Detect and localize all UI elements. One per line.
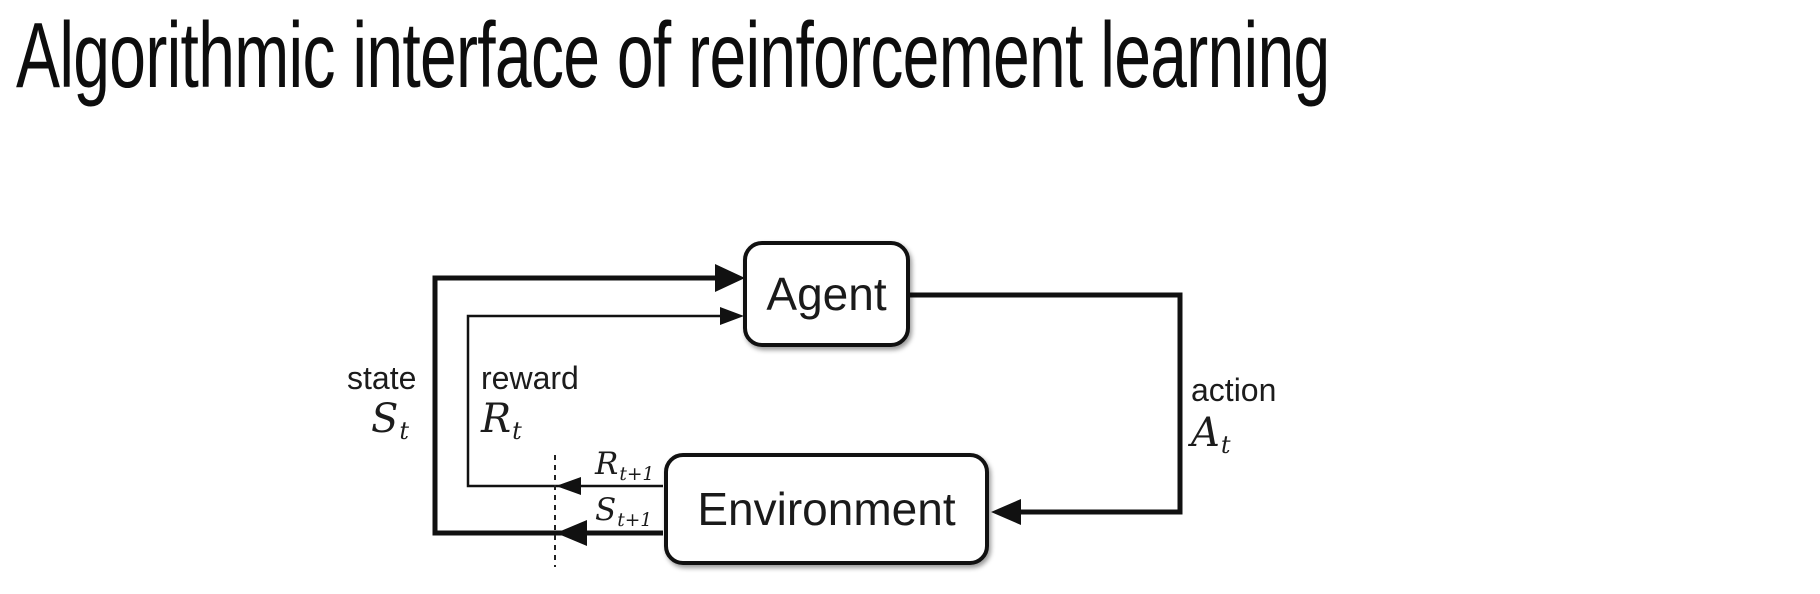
- action-symbol-sub: t: [1220, 431, 1231, 460]
- agent-node-label: Agent: [766, 268, 887, 320]
- slide-title: Algorithmic interface of reinforcement l…: [16, 3, 1330, 107]
- action-into-environment-arrowhead-icon: [991, 499, 1021, 525]
- reward-symbol-sub: t: [512, 417, 522, 446]
- state-symbol-main: S: [371, 396, 399, 442]
- action-symbol-main: A: [1191, 410, 1220, 456]
- state-symbol: St: [371, 396, 409, 443]
- environment-box: [664, 453, 989, 565]
- action-word-label: action: [1191, 372, 1277, 408]
- next-state-symbol-main: S: [595, 492, 617, 528]
- action-loop-line: [908, 292, 1183, 515]
- next-state-arrowhead-icon: [556, 520, 587, 546]
- action-symbol: At: [1191, 410, 1231, 457]
- state-word-label: state: [347, 360, 417, 396]
- next-reward-symbol: Rt+1: [595, 446, 654, 484]
- state-loop-line: [432, 275, 718, 536]
- environment-node-label: Environment: [697, 483, 956, 535]
- reward-into-agent-arrowhead-icon: [720, 307, 744, 325]
- reward-symbol-main: R: [481, 396, 512, 442]
- next-reward-arrowhead-icon: [556, 477, 581, 495]
- state-into-agent-arrowhead-icon: [715, 264, 745, 292]
- next-state-symbol-sub: t+1: [617, 509, 653, 531]
- agent-box: [743, 241, 910, 347]
- next-reward-symbol-sub: t+1: [619, 463, 655, 485]
- reward-word-label: reward: [481, 360, 579, 396]
- reward-symbol: Rt: [481, 396, 522, 443]
- next-reward-symbol-main: R: [595, 446, 619, 482]
- next-state-symbol: St+1: [595, 492, 652, 530]
- state-symbol-sub: t: [399, 417, 410, 446]
